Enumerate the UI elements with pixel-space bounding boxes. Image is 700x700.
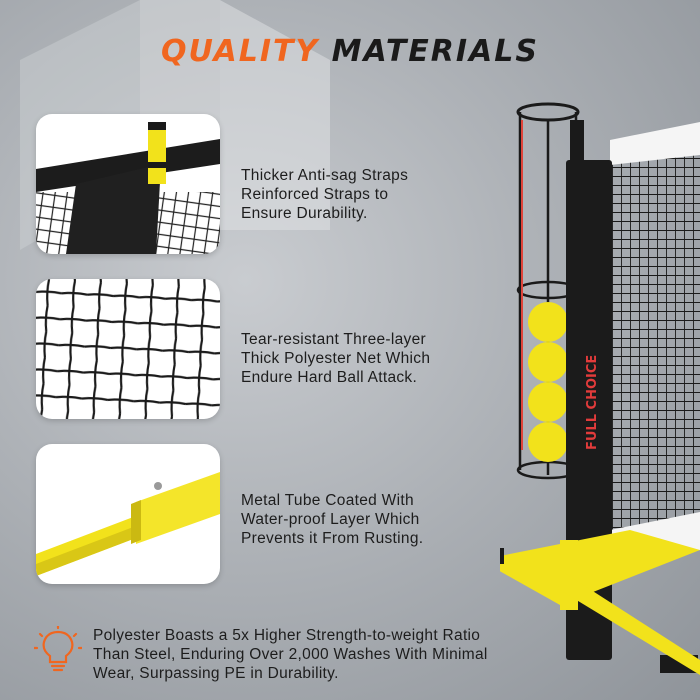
note-line: Polyester Boasts a 5x Higher Strength-to… xyxy=(93,627,481,644)
pickleball-net-product-image: FULL CHOICE xyxy=(500,102,700,675)
page-title: QUALITY MATERIALS xyxy=(0,34,700,69)
durability-note: Polyester Boasts a 5x Higher Strength-to… xyxy=(93,626,593,683)
feature-line: Reinforced Straps to xyxy=(241,186,389,203)
feature-line: Thicker Anti-sag Straps xyxy=(241,167,409,184)
title-word-quality: QUALITY xyxy=(160,34,320,69)
feature-line: Ensure Durability. xyxy=(241,205,368,222)
net-detail-image xyxy=(36,279,220,419)
feature-line: Metal Tube Coated With xyxy=(241,492,414,509)
note-line: Than Steel, Enduring Over 2,000 Washes W… xyxy=(93,646,488,663)
note-line: Wear, Surpassing PE in Durability. xyxy=(93,665,339,682)
feature-line: Endure Hard Ball Attack. xyxy=(241,369,418,386)
feature-line: Prevents it From Rusting. xyxy=(241,530,424,547)
brand-label: FULL CHOICE xyxy=(585,355,600,450)
feature-line: Tear-resistant Three-layer xyxy=(241,331,426,348)
tube-detail-image xyxy=(36,444,220,584)
feature-net-text: Tear-resistant Three-layer Thick Polyest… xyxy=(241,330,501,387)
strap-detail-image xyxy=(36,114,220,254)
title-word-materials: MATERIALS xyxy=(331,34,540,69)
feature-line: Water-proof Layer Which xyxy=(241,511,420,528)
lightbulb-icon xyxy=(34,626,82,672)
feature-line: Thick Polyester Net Which xyxy=(241,350,431,367)
feature-straps-text: Thicker Anti-sag Straps Reinforced Strap… xyxy=(241,166,501,223)
pickleball-ball xyxy=(528,302,568,462)
feature-tube-text: Metal Tube Coated With Water-proof Layer… xyxy=(241,491,501,548)
